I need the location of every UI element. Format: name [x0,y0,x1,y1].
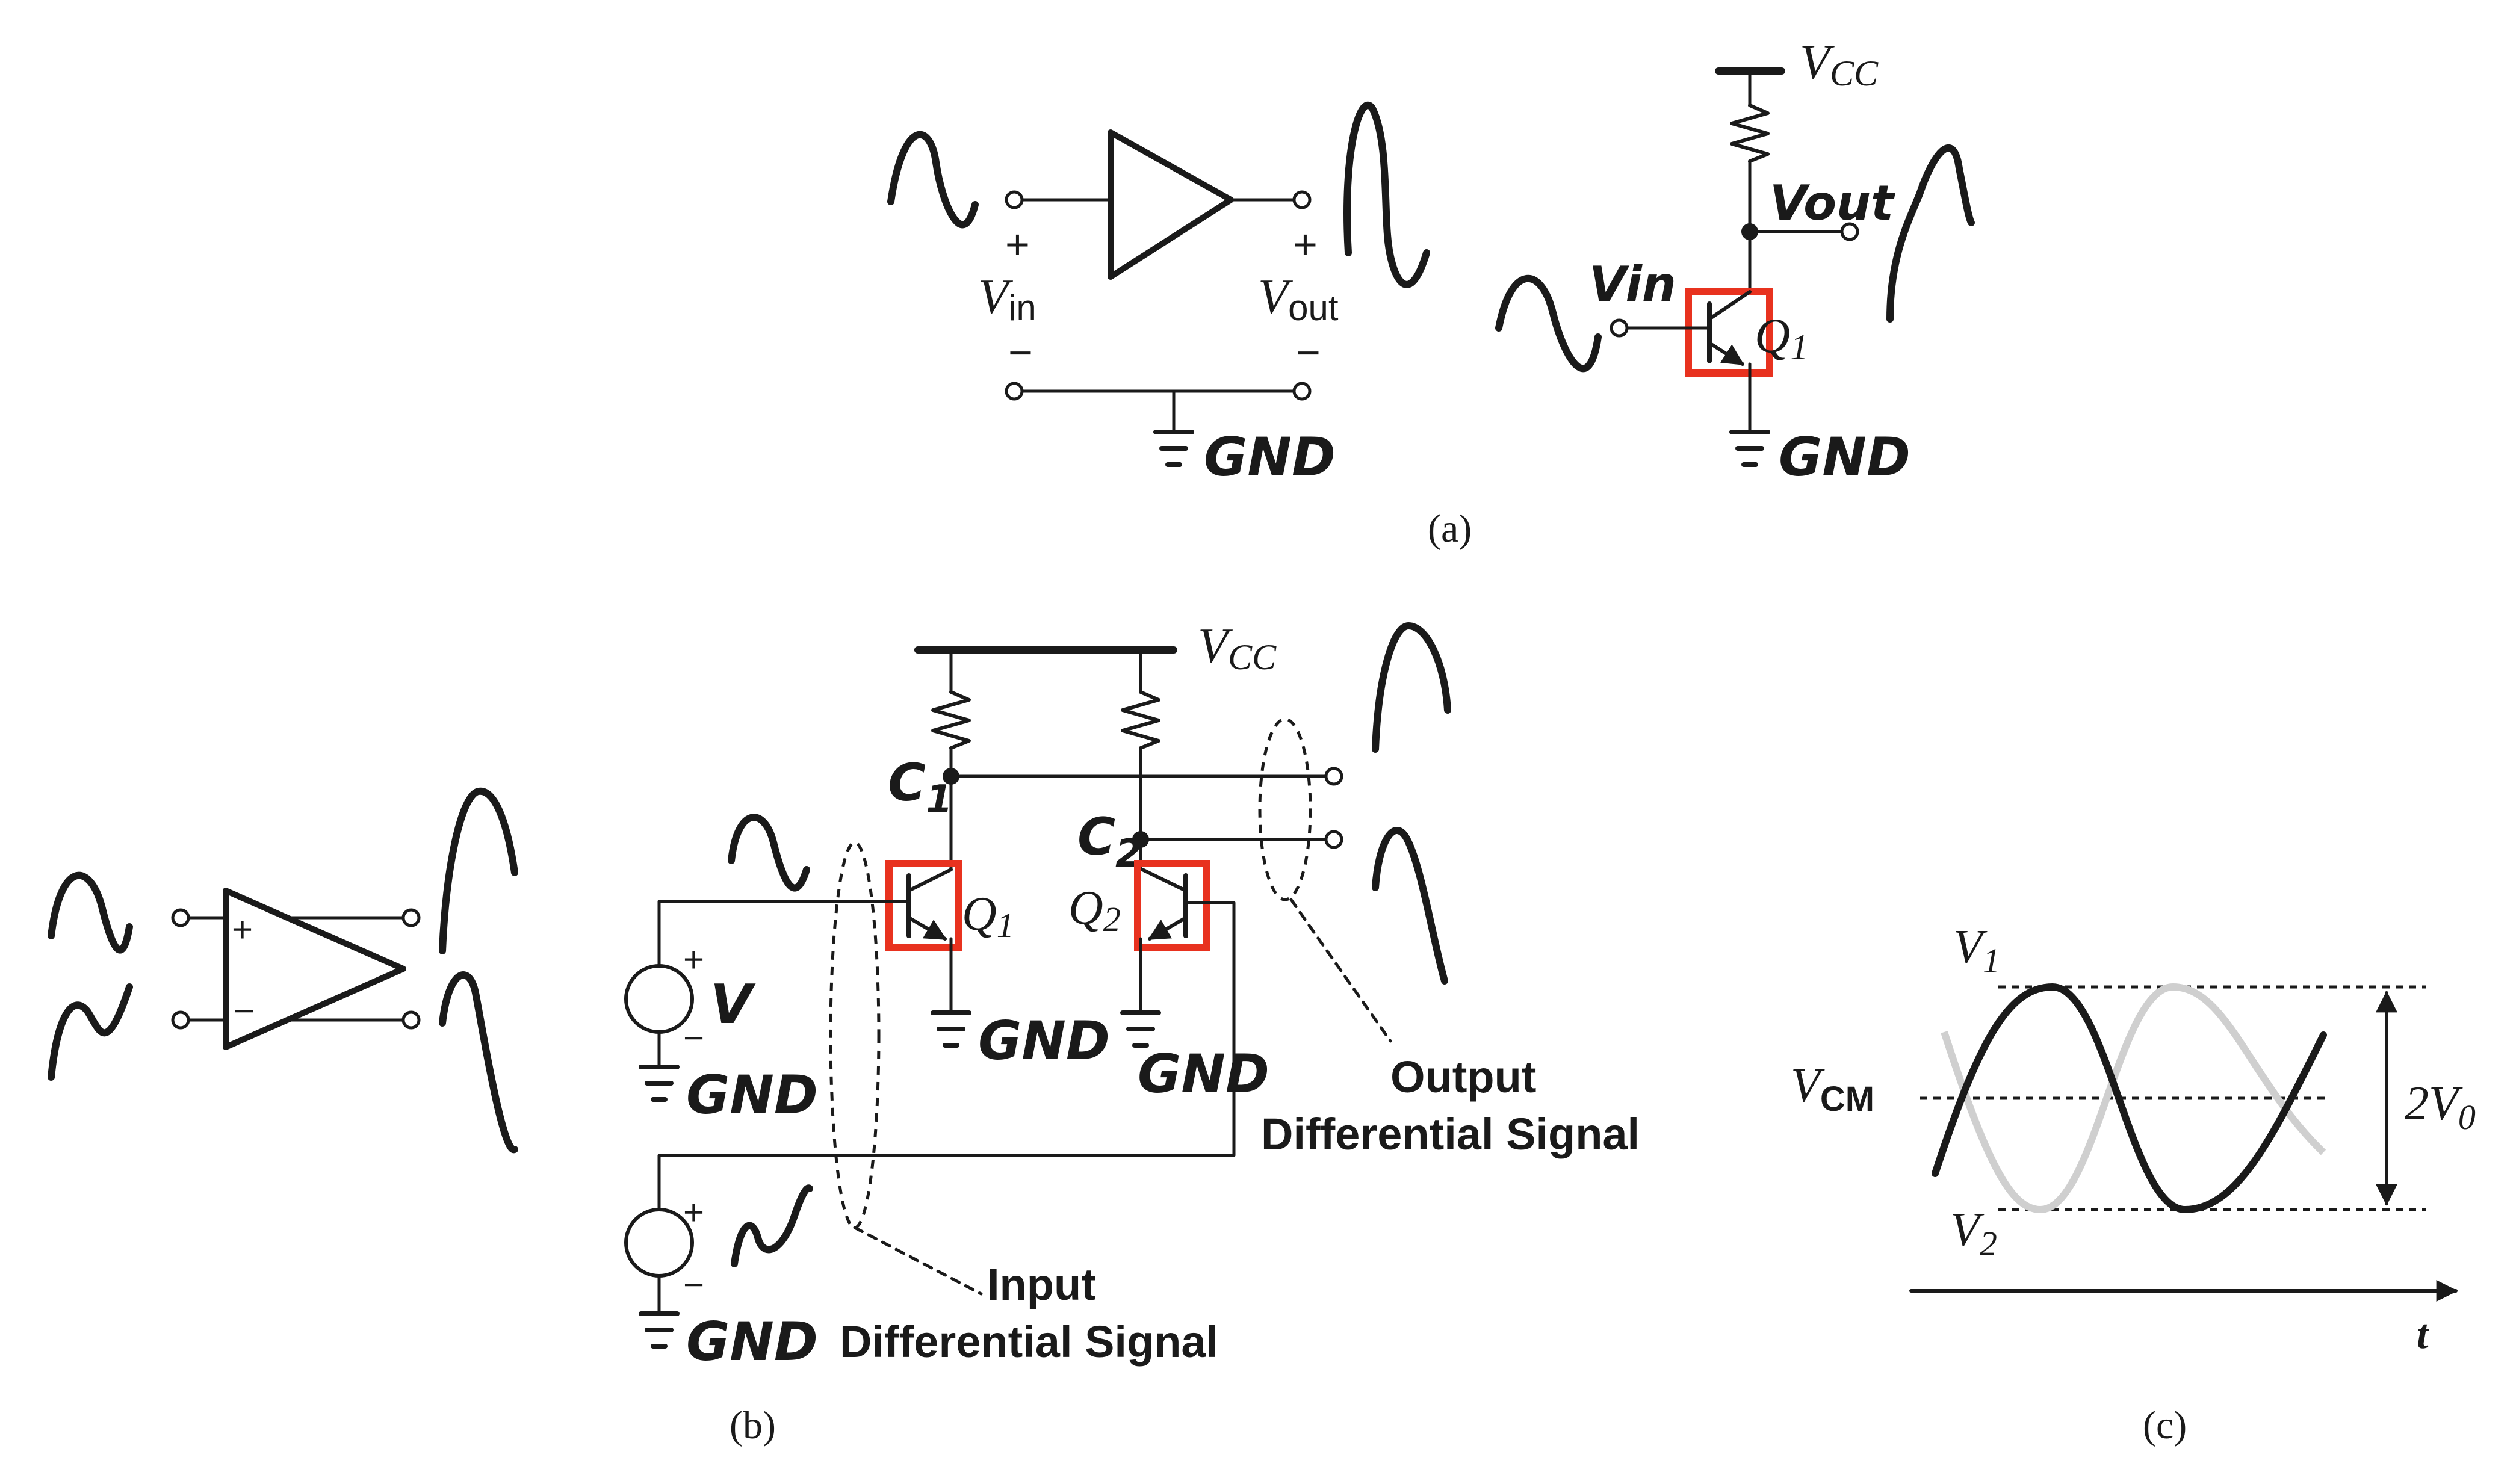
input-sine-wave-bottom [48,983,133,1081]
output-terminal-c1 [1324,767,1343,786]
diff-amp-minus: − [234,991,255,1031]
output-sine-wave [1343,101,1430,288]
gnd-label: GND [1779,426,1910,488]
input-sine-wave [887,131,979,229]
q1-label: Q1 [1755,308,1808,367]
diff-amplifier-triangle [223,888,406,1050]
panel-b-diff-amplifier: + − [48,787,518,1153]
bottom-voltage-source [624,1208,694,1278]
vcc-label: VCC [1198,618,1277,677]
output-differential-ellipse [1258,717,1312,901]
caption-a: (a) [1428,507,1472,551]
vcc-label: VCC [1800,34,1879,93]
bottom-source-ground-symbol [639,1311,680,1349]
input-sine-wave-top [48,871,133,954]
right-collector-resistor [1121,690,1160,750]
top-source-minus: − [683,1018,704,1058]
vin-label: Vin [978,269,1036,328]
vout-terminal [1840,222,1859,241]
input-terminal-top [171,908,190,927]
q1-transistor [1707,290,1752,432]
source-v-label: V [710,973,756,1036]
vout-minus-terminal [1292,382,1312,401]
vin-minus-sign: − [1008,329,1033,376]
bottom-source-plus: + [683,1192,704,1232]
output-sine-wave-top [1372,622,1451,753]
v2-label: V2 [1950,1204,1997,1263]
output-terminal-bottom [401,1010,421,1030]
input-label-line1: Input [987,1260,1096,1309]
vin-plus-terminal [1005,190,1024,209]
q1-ground-symbol [931,1010,971,1048]
input-terminal-bottom [171,1010,190,1030]
bottom-source-minus: − [683,1264,704,1305]
top-source-ground-symbol [639,1065,680,1102]
q1-transistor [906,868,953,1013]
ghost-sine-wave [1941,983,2326,1214]
top-voltage-source [624,964,694,1034]
q1-gnd-label: GND [978,1010,1110,1072]
output-sine-wave-bottom [439,971,518,1153]
amplitude-label: 2V0 [2405,1077,2476,1137]
q1-highlight-box [885,860,962,951]
q2-label: Q2 [1068,882,1121,939]
left-collector-resistor [931,690,971,750]
q1-label: Q1 [962,888,1014,945]
v1-label: V1 [1953,921,2000,980]
vcm-label: VCM [1791,1059,1874,1119]
collector-resistor [1730,104,1770,163]
panel-a-bjt-stage: VCC Vout Q1 Vin GND [1495,34,1975,488]
vout-label: Vout [1770,175,1895,231]
panel-a-amplifier: + − + − Vin Vout GND [887,101,1430,488]
output-terminal-top [401,908,421,927]
vin-plus-sign: + [1005,221,1030,268]
gnd-label: GND [1204,426,1336,488]
c2-label: C2 [1077,807,1142,876]
amplifier-triangle [1108,129,1234,280]
ground-symbol [1153,430,1194,467]
input-label-line2: Differential Signal [840,1317,1218,1367]
input-sine-wave-bottom [731,1184,813,1267]
panel-b-diff-pair-circuit: VCC C1 Q1 GND C2 [624,618,1640,1373]
input-sine-wave-top [728,814,810,892]
caption-b: (b) [730,1403,776,1447]
vout-plus-terminal [1292,190,1312,209]
vout-minus-sign: − [1296,329,1321,376]
diff-amp-plus: + [232,909,253,950]
q2-ground-symbol [1120,1010,1161,1048]
q2-gnd-label: GND [1138,1043,1269,1105]
top-source-gnd-label: GND [686,1064,818,1126]
panel-c-waveforms: V1 V2 VCM 2V0 t [1791,921,2476,1358]
output-sine-wave-top [439,787,518,954]
bottom-source-gnd-label: GND [686,1311,818,1373]
output-terminal-c2 [1324,830,1343,849]
output-sine-wave-bottom [1372,827,1448,985]
output-label-line2: Differential Signal [1261,1109,1640,1159]
vin-label: Vin [1589,256,1676,312]
c1-label: C1 [888,753,953,822]
vin-minus-terminal [1005,382,1024,401]
time-label: t [2417,1311,2430,1358]
caption-c: (c) [2143,1403,2187,1447]
input-differential-ellipse [829,841,881,1229]
vin-terminal [1610,318,1629,338]
output-label-line1: Output [1390,1052,1536,1102]
output-sine-wave [1886,144,1975,323]
ground-symbol [1729,430,1770,467]
input-sine-wave [1495,275,1602,373]
main-sine-wave [1932,983,2327,1213]
vout-plus-sign: + [1293,221,1318,268]
q2-highlight-box [1134,860,1210,951]
q2-transistor [1139,868,1188,1013]
q1-highlight-box [1685,288,1773,377]
top-source-plus: + [683,939,704,980]
vout-label: Vout [1258,269,1339,328]
